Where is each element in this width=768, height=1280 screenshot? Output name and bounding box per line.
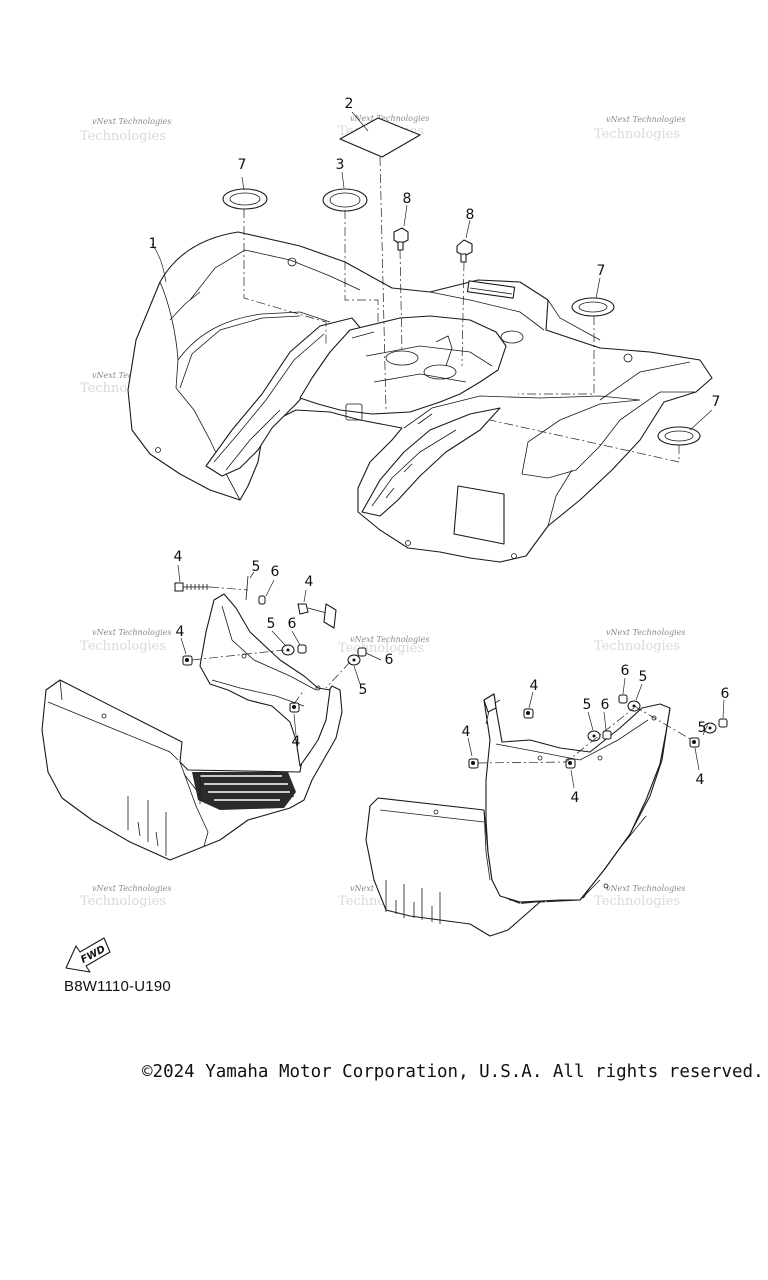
watermark: Technologies vNext Technologies [80, 117, 171, 144]
callout-8: 8 [403, 191, 412, 207]
bolt-4 [174, 582, 210, 592]
callout-5: 5 [252, 559, 261, 575]
fwd-arrow-icon: FWD [65, 937, 111, 973]
callout-7: 7 [238, 157, 247, 173]
bolt-4 [565, 758, 576, 769]
nut-6 [297, 644, 307, 654]
callout-7: 7 [597, 263, 606, 279]
callout-6: 6 [621, 663, 630, 679]
drawing-code: B8W1110-U190 [64, 978, 171, 995]
washer-5 [245, 575, 249, 601]
callout-6: 6 [601, 697, 610, 713]
callout-4: 4 [462, 724, 471, 740]
callout-5: 5 [698, 720, 707, 736]
watermark: Technologies vNext Technologies [80, 628, 171, 654]
svg-text:vNext Technologies: vNext Technologies [350, 635, 429, 644]
callout-4: 4 [305, 574, 314, 590]
washer-5 [587, 730, 601, 742]
bolt-4 [689, 737, 700, 748]
callout-6: 6 [385, 652, 394, 668]
callout-4: 4 [696, 772, 705, 788]
svg-text:vNext Technologies: vNext Technologies [606, 884, 685, 893]
callout-6: 6 [288, 616, 297, 632]
svg-text:Technologies: Technologies [594, 639, 680, 654]
seal-part-7-right [657, 426, 701, 446]
right-footrest [365, 693, 671, 937]
svg-text:Technologies: Technologies [80, 894, 166, 909]
rivet-part-8-right [456, 239, 473, 263]
callout-5: 5 [583, 697, 592, 713]
watermark: Technologies vNext Technologies [594, 115, 685, 142]
copyright-notice: ©2024 Yamaha Motor Corporation, U.S.A. A… [142, 1062, 764, 1082]
svg-text:vNext Technologies: vNext Technologies [606, 628, 685, 637]
bolt-4 [468, 758, 479, 769]
washer-5 [281, 644, 295, 656]
callout-2: 2 [345, 96, 354, 112]
callout-4: 4 [176, 624, 185, 640]
svg-text:Technologies: Technologies [80, 129, 166, 144]
left-footrest [41, 593, 343, 861]
bolt-4 [523, 708, 534, 719]
svg-text:Technologies: Technologies [594, 894, 680, 909]
nut-6 [618, 694, 628, 704]
left-callouts: 4 5 6 4 5 6 4 6 5 4 [174, 549, 394, 750]
watermark: Technologies vNext Technologies [594, 628, 685, 654]
washer-5 [347, 654, 361, 666]
svg-text:vNext Technologies: vNext Technologies [92, 628, 171, 637]
seal-part-7-mid [571, 297, 615, 317]
callout-7: 7 [712, 394, 721, 410]
nut-6 [602, 730, 612, 740]
bolt-4 [297, 603, 337, 629]
svg-text:vNext Technologies: vNext Technologies [92, 117, 171, 126]
callout-5: 5 [359, 682, 368, 698]
nut-6 [718, 718, 728, 728]
callout-6: 6 [721, 686, 730, 702]
svg-text:Technologies: Technologies [80, 639, 166, 654]
rear-fender [127, 231, 713, 563]
callout-4: 4 [174, 549, 183, 565]
right-leader-lines [467, 677, 725, 789]
svg-text:Technologies: Technologies [594, 127, 680, 142]
callout-1: 1 [149, 236, 158, 252]
bolt-4 [289, 702, 300, 713]
rivet-part-8-left [393, 227, 409, 251]
left-leader-lines [177, 564, 382, 736]
svg-text:vNext Technologies: vNext Technologies [350, 114, 429, 123]
svg-text:vNext Technologies: vNext Technologies [606, 115, 685, 124]
callout-8: 8 [466, 207, 475, 223]
svg-text:vNext Technologies: vNext Technologies [92, 884, 171, 893]
callout-6: 6 [271, 564, 280, 580]
seal-part-7-left [222, 188, 268, 210]
top-leader-lines [151, 111, 713, 463]
callout-5: 5 [267, 616, 276, 632]
callout-4: 4 [292, 734, 301, 750]
left-hardware [174, 575, 367, 713]
pad-part-2 [339, 117, 421, 158]
callout-4: 4 [571, 790, 580, 806]
nut-6 [357, 647, 367, 657]
nut-6 [258, 595, 266, 605]
top-callouts: 1 2 3 7 7 7 8 8 [149, 96, 721, 410]
seal-part-3 [322, 188, 368, 212]
callout-4: 4 [530, 678, 539, 694]
bolt-4 [182, 655, 193, 666]
callout-3: 3 [336, 157, 345, 173]
right-callouts: 4 4 4 4 5 6 6 5 5 6 [462, 663, 730, 806]
callout-5: 5 [639, 669, 648, 685]
